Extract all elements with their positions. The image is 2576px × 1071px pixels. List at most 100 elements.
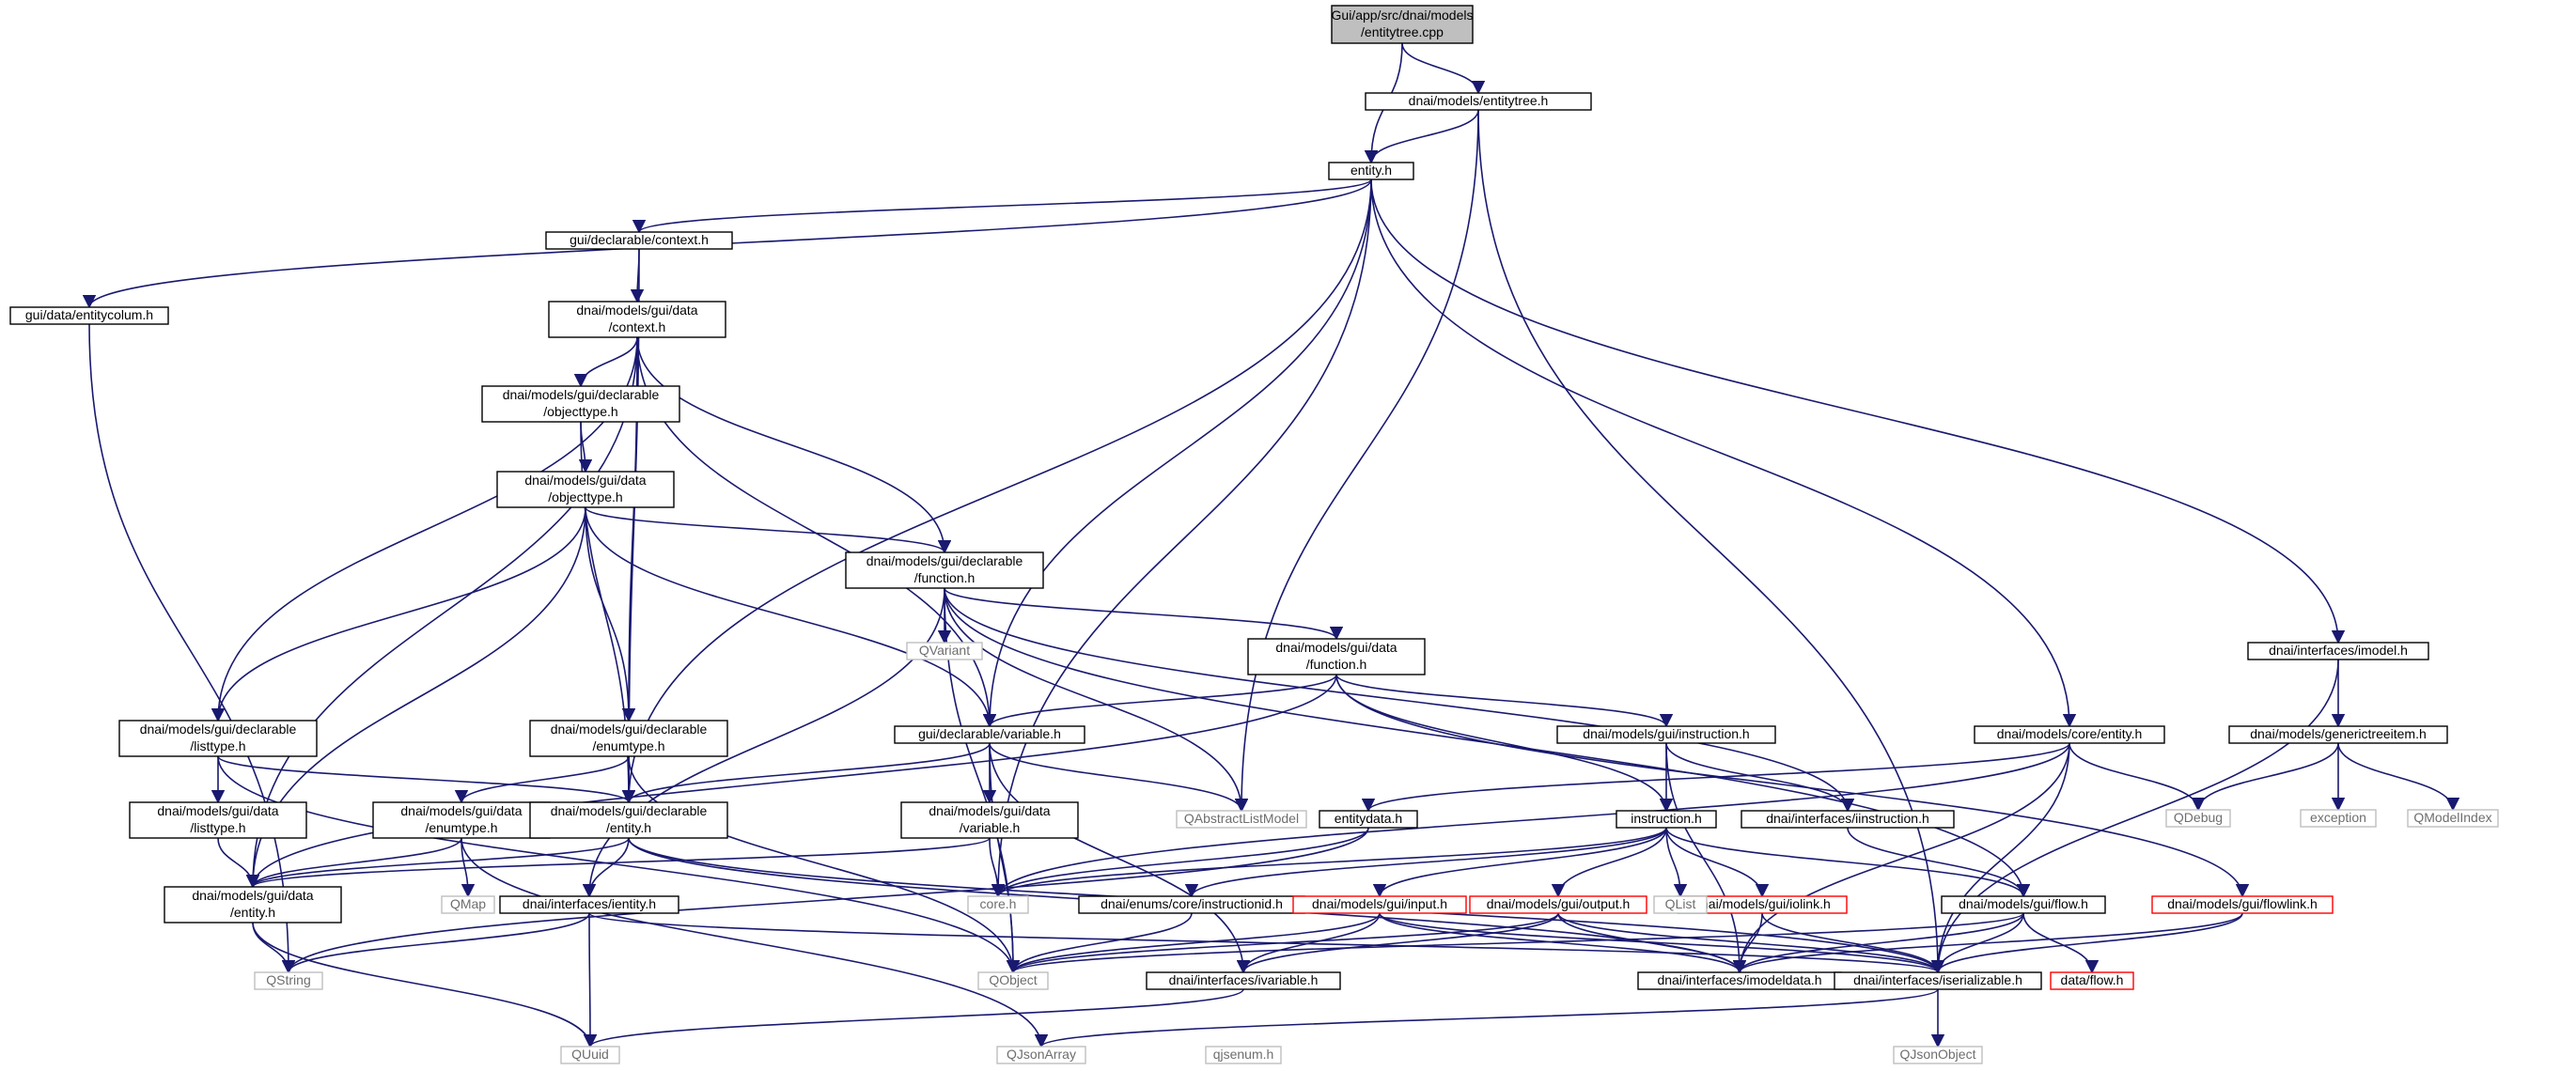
node-label: instruction.h (1631, 811, 1701, 826)
node-box (2165, 809, 2231, 828)
node-label: /enumtype.h (592, 738, 664, 753)
node-label: dnai/models/gui/data (1275, 640, 1397, 655)
node-dm_gui_instruction_h[interactable]: dnai/models/gui/instruction.h (1556, 725, 1776, 744)
node-box (496, 471, 675, 508)
node-dm_gui_data_listtype_h[interactable]: dnai/models/gui/data/listtype.h (129, 801, 307, 839)
edge-dm_gui_data_entity_h-to-qstring (252, 922, 296, 974)
node-box (1205, 1046, 1282, 1064)
node-entity_h[interactable]: entity.h (1328, 162, 1414, 180)
node-label: /function.h (914, 570, 976, 585)
node-qobject: QObject (977, 971, 1049, 990)
node-box (1616, 810, 1717, 829)
node-dm_core_entity_h[interactable]: dnai/models/core/entity.h (1974, 725, 2165, 744)
edge-dm_core_entity_h-to-core_h (991, 742, 2070, 898)
node-box (1556, 725, 1776, 744)
node-dm_gui_data_context_h[interactable]: dnai/models/gui/data/context.h (548, 301, 726, 338)
node-dm_gui_declarable_listtype_h[interactable]: dnai/models/gui/declarable/listtype.h (118, 720, 318, 757)
edge-dm_gui_declarable_entity_h-to-di_ientity_h (582, 837, 630, 898)
edge-dm_gui_data_objecttype_h-to-dm_gui_declarable_enumtype_h (585, 506, 636, 722)
node-dm_gui_data_entity_h[interactable]: dnai/models/gui/data/entity.h (164, 886, 342, 924)
node-qabstractlistmodel: QAbstractListModel (1176, 810, 1307, 829)
node-core_h: core.h (967, 895, 1029, 914)
edge-dm_gui_data_context_h-to-dm_gui_declarable_objecttype_h (573, 336, 638, 388)
node-label: dnai/models/gui/input.h (1312, 896, 1447, 911)
node-box (164, 886, 342, 924)
edge-dm_gui_input_h-to-di_imodeldata_h (1379, 912, 1747, 974)
node-box (2300, 809, 2377, 828)
edge-instruction_h-to-dm_gui_iolink_h (1665, 827, 1770, 898)
node-dm_gui_declarable_objecttype_h[interactable]: dnai/models/gui/declarable/objecttype.h (481, 385, 680, 423)
node-dm_generictreeitem_h[interactable]: dnai/models/generictreeitem.h (2228, 725, 2448, 744)
node-label: qjsenum.h (1213, 1047, 1274, 1062)
node-box (129, 801, 307, 839)
node-label: dnai/interfaces/ivariable.h (1169, 972, 1319, 987)
node-label: QJsonObject (1900, 1047, 1976, 1062)
node-dm_gui_declarable_enumtype_h[interactable]: dnai/models/gui/declarable/enumtype.h (529, 720, 728, 757)
node-de_core_instructionid_h[interactable]: dnai/enums/core/instructionid.h (1078, 895, 1305, 914)
node-dm_gui_flowlink_h[interactable]: dnai/models/gui/flowlink.h (2151, 895, 2334, 914)
node-label: core.h (980, 896, 1017, 911)
node-dm_gui_data_enumtype_h[interactable]: dnai/models/gui/data/enumtype.h (372, 801, 551, 839)
node-label: dnai/models/gui/output.h (1487, 896, 1631, 911)
node-dm_gui_data_function_h[interactable]: dnai/models/gui/data/function.h (1247, 638, 1426, 675)
node-label: dnai/models/gui/data (400, 803, 522, 818)
edge-dm_gui_data_function_h-to-dm_gui_data_entity_h (245, 674, 1337, 889)
node-di_imodel_h[interactable]: dnai/interfaces/imodel.h (2247, 642, 2429, 660)
node-di_ientity_h[interactable]: dnai/interfaces/ientity.h (499, 895, 679, 914)
edge-dm_gui_output_h-to-di_ivariable_h (1236, 912, 1559, 974)
edge-di_ientity_h-to-di_iserializable_h (588, 912, 1944, 974)
node-entitydata_h[interactable]: entitydata.h (1319, 810, 1418, 829)
node-dm_gui_input_h[interactable]: dnai/models/gui/input.h (1292, 895, 1467, 914)
edge-gui_declarable_variable_h-to-qobject (989, 742, 1021, 974)
node-gui_declarable_variable_h[interactable]: gui/declarable/variable.h (894, 725, 1085, 744)
node-label: dnai/models/gui/instruction.h (1583, 726, 1749, 741)
node-label: /entity.h (606, 820, 651, 835)
node-label: Gui/app/src/dnai/models (1332, 8, 1474, 23)
node-di_iinstruction_h[interactable]: dnai/interfaces/iinstruction.h (1741, 810, 1955, 829)
edge-dm_gui_data_context_h-to-dm_gui_declarable_function_h (636, 336, 952, 554)
node-label: QObject (989, 972, 1037, 987)
edge-di_ivariable_h-to-quuid (584, 988, 1244, 1048)
node-entitytree_h[interactable]: dnai/models/entitytree.h (1365, 92, 1592, 111)
node-qstring: QString (254, 971, 323, 990)
node-label: /function.h (1306, 657, 1367, 672)
node-dm_gui_output_h[interactable]: dnai/models/gui/output.h (1469, 895, 1647, 914)
node-label: /listtype.h (190, 820, 245, 835)
edge-instruction_h-to-dm_gui_input_h (1372, 827, 1667, 898)
node-label: dnai/models/gui/data (929, 803, 1050, 818)
node-label: dnai/interfaces/iinstruction.h (1766, 811, 1929, 826)
edge-entitytree_h-to-qabstractlistmodel (1234, 109, 1479, 813)
node-box (560, 1046, 620, 1064)
edge-di_iinstruction_h-to-dm_gui_flow_h (1847, 827, 2031, 898)
node-box (1893, 1046, 1983, 1064)
node-label: dnai/interfaces/imodeldata.h (1657, 972, 1821, 987)
node-label: exception (2310, 810, 2366, 825)
node-box (894, 725, 1085, 744)
edge-gui_declarable_variable_h-to-dm_gui_declarable_entity_h (621, 742, 991, 804)
edge-dm_gui_data_enumtype_h-to-qmap (461, 837, 476, 898)
node-label: dnai/enums/core/instructionid.h (1101, 896, 1283, 911)
node-dm_gui_data_variable_h[interactable]: dnai/models/gui/data/variable.h (900, 801, 1079, 839)
edge-instruction_h-to-dm_gui_output_h (1551, 827, 1667, 898)
node-gui_declarable_context_h[interactable]: gui/declarable/context.h (545, 231, 733, 250)
node-gui_data_entitycolum_h[interactable]: gui/data/entitycolum.h (9, 306, 169, 325)
node-exception: exception (2300, 809, 2377, 828)
node-dm_gui_declarable_function_h[interactable]: dnai/models/gui/declarable/function.h (845, 551, 1044, 589)
node-dm_gui_iolink_h[interactable]: dnai/models/gui/iolink.h (1677, 895, 1848, 914)
node-root[interactable]: Gui/app/src/dnai/models/entitytree.cpp (1331, 5, 1474, 44)
edge-dm_gui_flow_h-to-data_flow_h (2022, 912, 2100, 974)
node-qjsonarray: QJsonArray (996, 1046, 1086, 1064)
node-dm_gui_flow_h[interactable]: dnai/models/gui/flow.h (1941, 895, 2106, 914)
node-dm_gui_declarable_entity_h[interactable]: dnai/models/gui/declarable/entity.h (529, 801, 728, 839)
node-instruction_h[interactable]: instruction.h (1616, 810, 1717, 829)
node-label: QString (266, 972, 310, 987)
node-data_flow_h[interactable]: data/flow.h (2050, 971, 2134, 990)
node-label: dnai/interfaces/imodel.h (2269, 643, 2408, 658)
node-di_ivariable_h[interactable]: dnai/interfaces/ivariable.h (1146, 971, 1341, 990)
node-label: dnai/models/gui/iolink.h (1694, 896, 1831, 911)
edge-dm_gui_data_variable_h-to-dm_gui_data_entity_h (246, 837, 991, 889)
node-di_iserializable_h[interactable]: dnai/interfaces/iserializable.h (1834, 971, 2042, 990)
node-label: QModelIndex (2413, 810, 2491, 825)
node-di_imodeldata_h[interactable]: dnai/interfaces/imodeldata.h (1637, 971, 1842, 990)
node-dm_gui_data_objecttype_h[interactable]: dnai/models/gui/data/objecttype.h (496, 471, 675, 508)
